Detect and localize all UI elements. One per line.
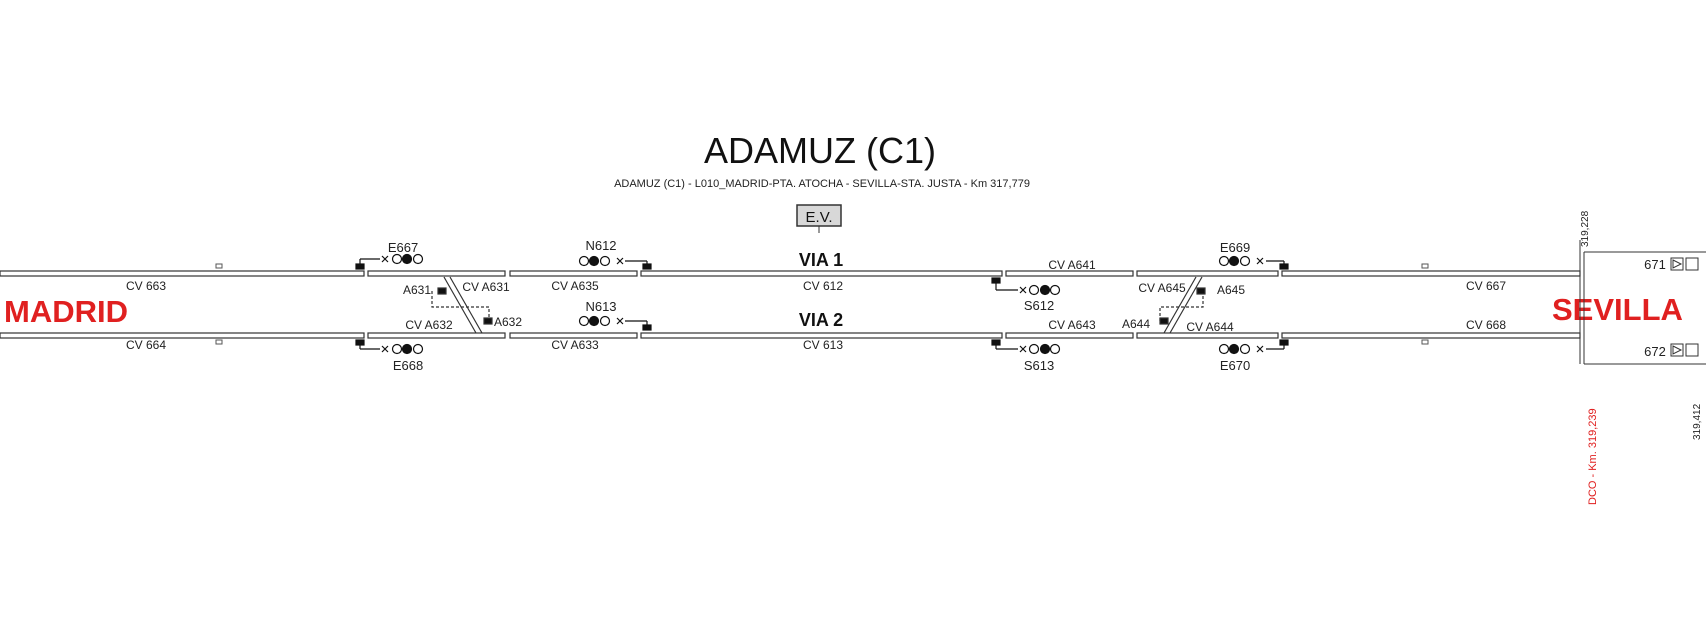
- circuit-label: CV 663: [126, 279, 166, 293]
- signal-e667-icon[interactable]: [355, 253, 424, 270]
- switch-label: A631: [403, 283, 431, 297]
- end-label-sevilla: SEVILLA: [1552, 292, 1683, 327]
- circuit-label: CV A644: [1186, 320, 1234, 334]
- track-markers: [215, 263, 1429, 345]
- station-title: ADAMUZ (C1): [704, 130, 936, 171]
- switch-label: A644: [1122, 317, 1150, 331]
- circuit-label: CV 668: [1466, 318, 1506, 332]
- signal-label: E668: [393, 358, 423, 373]
- track-label-via-1: VIA 1: [799, 250, 843, 270]
- circuit-label: CV 613: [803, 338, 843, 352]
- station-subtitle: ADAMUZ (C1) - L010_MADRID-PTA. ATOCHA - …: [614, 178, 1030, 190]
- ev-box[interactable]: E.V.: [796, 204, 842, 233]
- signal-label: E670: [1220, 358, 1250, 373]
- signal-s613-icon[interactable]: [991, 339, 1061, 355]
- circuit-label: CV A631: [462, 280, 510, 294]
- circuit-label: CV A632: [405, 318, 453, 332]
- circuit-label: CV A641: [1048, 258, 1096, 272]
- signal-e670-icon[interactable]: [1218, 339, 1289, 355]
- signal-label: S612: [1024, 298, 1054, 313]
- ev-label: E.V.: [806, 209, 833, 226]
- circuit-label: CV A633: [551, 338, 599, 352]
- boundary-track-number: 671: [1644, 257, 1666, 272]
- signal-n612-icon[interactable]: [578, 255, 652, 270]
- signal-n613-icon[interactable]: [578, 315, 652, 331]
- circuit-label: CV 667: [1466, 279, 1506, 293]
- km-label-bottom: 319,412: [1692, 403, 1703, 440]
- crossover-right[interactable]: [1159, 276, 1206, 334]
- signal-label: S613: [1024, 358, 1054, 373]
- boundary-track-number: 672: [1644, 344, 1666, 359]
- signal-label: N613: [585, 299, 616, 314]
- signal-label: N612: [585, 238, 616, 253]
- switch-label: A632: [494, 315, 522, 329]
- triangle-icon: [1670, 257, 1699, 357]
- signal-e669-icon[interactable]: [1218, 255, 1289, 270]
- circuit-label: CV 612: [803, 279, 843, 293]
- end-label-madrid: MADRID: [4, 294, 128, 329]
- signal-label: E667: [388, 240, 418, 255]
- signal-e668-icon[interactable]: [355, 339, 424, 355]
- boundary-lines: [1579, 240, 1706, 365]
- circuit-label: CV A645: [1138, 281, 1186, 295]
- track-via-1: [0, 270, 1581, 277]
- km-label-top: 319,228: [1580, 210, 1591, 247]
- crossover-left[interactable]: [431, 276, 493, 334]
- signal-label: E669: [1220, 240, 1250, 255]
- circuit-label: CV 664: [126, 338, 166, 352]
- circuit-label: CV A635: [551, 279, 599, 293]
- track-label-via-2: VIA 2: [799, 310, 843, 330]
- circuit-label: CV A643: [1048, 318, 1096, 332]
- switch-label: A645: [1217, 283, 1245, 297]
- dco-label: DCO - Km. 319,239: [1587, 408, 1599, 505]
- signal-s612-icon[interactable]: [991, 277, 1061, 296]
- track-via-2: [0, 332, 1581, 339]
